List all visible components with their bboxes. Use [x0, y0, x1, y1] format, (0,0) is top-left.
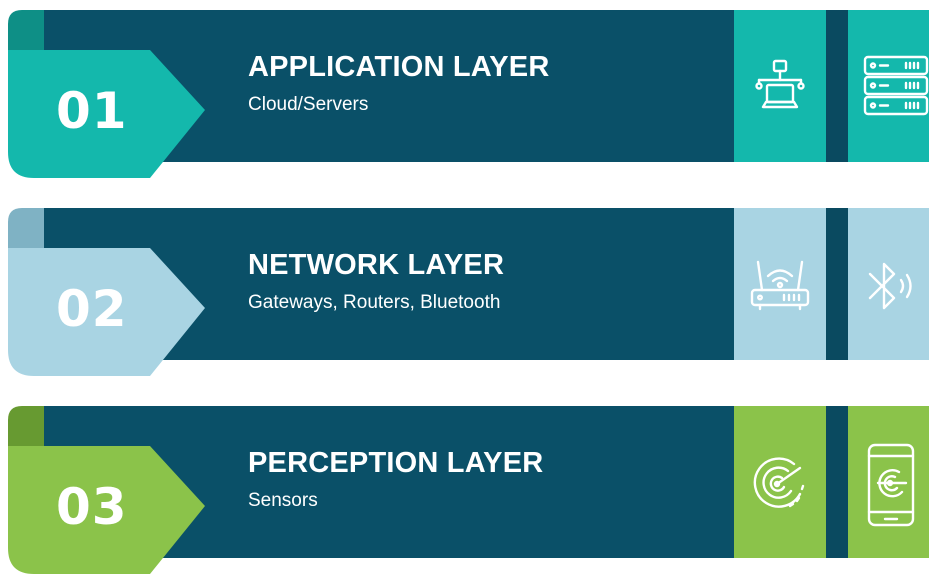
network-computer-icon [755, 59, 805, 109]
layer-title: PERCEPTION LAYER [248, 447, 544, 479]
perception-layer-shape [8, 406, 929, 574]
layer-subtitle: Sensors [248, 490, 318, 511]
layer-number: 02 [56, 280, 128, 338]
network-layer: 02 NETWORK LAYER Gateways, Routers, Blue… [0, 208, 929, 378]
layer-number: 03 [56, 478, 128, 536]
layer-number: 01 [56, 82, 128, 140]
perception-layer: 03 PERCEPTION LAYER Sensors [0, 406, 929, 576]
layer-subtitle: Cloud/Servers [248, 94, 369, 115]
layer-title: NETWORK LAYER [248, 249, 505, 281]
phone-sensor-icon [867, 443, 915, 527]
bluetooth-icon [868, 262, 912, 310]
layer-title: APPLICATION LAYER [248, 51, 550, 83]
server-rack-icon [863, 55, 929, 116]
radar-sensor-icon [753, 457, 805, 508]
layer-subtitle: Gateways, Routers, Bluetooth [248, 292, 501, 313]
application-layer: 01 APPLICATION LAYER Cloud/Servers [0, 10, 929, 180]
wifi-router-icon [750, 260, 810, 311]
